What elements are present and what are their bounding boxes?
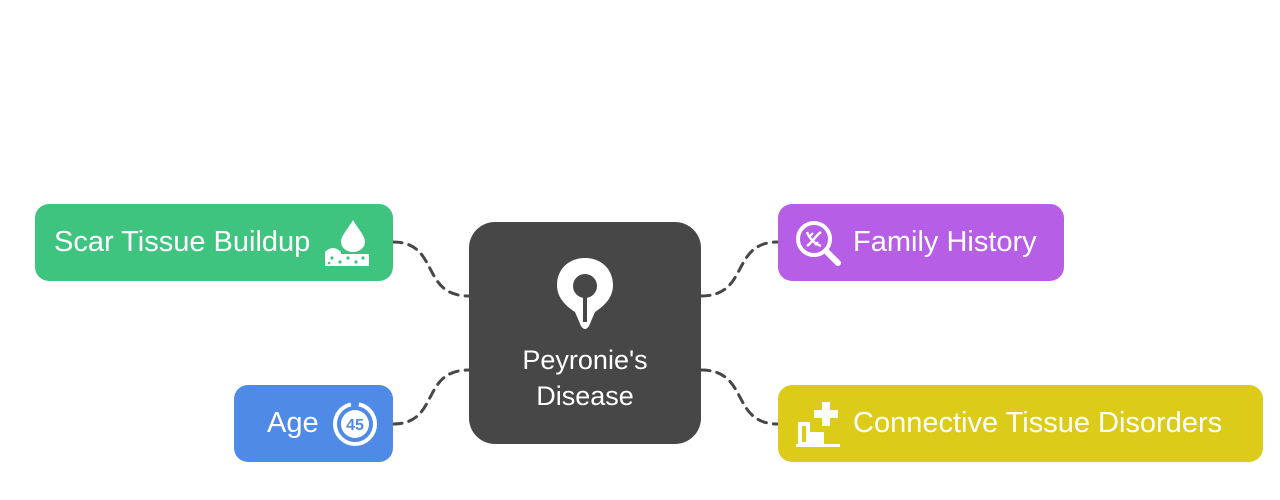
medical-cross-icon	[794, 400, 842, 448]
node-label: Age	[267, 407, 319, 439]
node-label: Scar Tissue Buildup	[54, 226, 311, 258]
connector-scar	[391, 240, 471, 298]
connector-connective	[699, 368, 780, 426]
dna-magnifier-icon	[794, 219, 842, 267]
central-topic[interactable]: Peyronie's Disease	[469, 222, 701, 444]
node-age[interactable]: Age 45	[234, 385, 393, 462]
node-label: Family History	[853, 226, 1037, 258]
svg-text:45: 45	[346, 417, 364, 434]
connector-age	[391, 368, 471, 426]
node-label: Connective Tissue Disorders	[853, 407, 1223, 439]
skin-tissue-drop-icon	[323, 218, 371, 268]
central-title-line2: Disease	[536, 381, 634, 411]
node-connective-tissue-disorders[interactable]: Connective Tissue Disorders	[778, 385, 1263, 462]
node-scar-tissue-buildup[interactable]: Scar Tissue Buildup	[35, 204, 393, 281]
location-pin-icon	[557, 258, 613, 329]
age-45-badge-icon: 45	[332, 401, 378, 447]
node-family-history[interactable]: Family History	[778, 204, 1064, 281]
connector-family	[699, 240, 780, 298]
central-title-line1: Peyronie's	[522, 345, 648, 375]
